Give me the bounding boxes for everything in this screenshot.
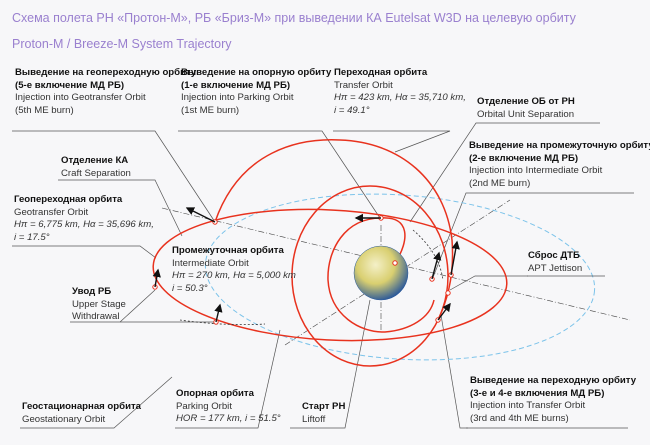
diagram-title-en: Proton-M / Breeze-M System Trajectory bbox=[12, 37, 232, 51]
label-en: Injection into Intermediate Orbit bbox=[469, 165, 603, 177]
orbit-params: Hπ = 423 km, Hα = 35,710 km, bbox=[334, 92, 466, 104]
label-en: Withdrawal bbox=[72, 311, 120, 323]
label-gto: Геопереходная орбита Geotransfer Orbit H… bbox=[14, 194, 154, 244]
label-ru: (5-е включение МД РБ) bbox=[15, 79, 125, 91]
label-ru: Выведение на опорную орбиту bbox=[181, 67, 332, 78]
label-transfer-orbit: Переходная орбита Transfer Orbit Hπ = 42… bbox=[334, 67, 466, 117]
orbit-params: Hπ = 270 km, Hα = 5,000 km bbox=[172, 270, 296, 282]
label-en: (1st ME burn) bbox=[181, 104, 240, 116]
label-apt-jettison: Сброс ДТБ APT Jettison bbox=[528, 250, 582, 275]
label-en: Injection into Transfer Orbit bbox=[470, 400, 586, 412]
label-en: Parking Orbit bbox=[176, 400, 232, 412]
label-ru: Промежуточная орбита bbox=[172, 245, 284, 256]
label-craft-separation: Отделение КА Craft Separation bbox=[61, 155, 131, 180]
label-ru: Геостационарная орбита bbox=[22, 401, 142, 412]
label-ru: Выведение на переходную орбиту bbox=[470, 375, 637, 386]
label-ru: (3-е и 4-е включения МД РБ) bbox=[470, 387, 605, 399]
label-en: APT Jettison bbox=[528, 262, 583, 274]
label-ru: Отделение ОБ от РН bbox=[477, 96, 575, 107]
label-en: Upper Stage bbox=[72, 298, 126, 310]
diagram-title-ru: Схема полета РН «Протон-М», РБ «Бриз-М» … bbox=[12, 11, 576, 25]
label-ru: Старт РН bbox=[302, 401, 346, 412]
orbit-params: Hπ = 6,775 km, Hα = 35,696 km, bbox=[14, 219, 154, 231]
velocity-arrows bbox=[152, 207, 460, 323]
label-en: Liftoff bbox=[302, 413, 326, 425]
label-ru: Отделение КА bbox=[61, 155, 129, 166]
label-en: Intermediate Orbit bbox=[172, 257, 249, 269]
label-intermediate-injection: Выведение на промежуточную орбиту (2-е в… bbox=[469, 140, 650, 190]
transfer-orbit bbox=[291, 185, 449, 367]
geostationary-orbit bbox=[204, 193, 596, 361]
label-ru: (2-е включение МД РБ) bbox=[469, 152, 579, 164]
orbit-params: HOR = 177 km, i = 51.5° bbox=[176, 413, 281, 425]
orbit-params: i = 49.1° bbox=[334, 104, 370, 116]
leader-lines bbox=[12, 122, 634, 429]
label-en: Geotransfer Orbit bbox=[14, 206, 89, 218]
label-ru: Сброс ДТБ bbox=[528, 250, 580, 261]
orbit-params: i = 17.5° bbox=[14, 231, 50, 243]
earth-globe bbox=[353, 245, 409, 301]
label-ru: Геопереходная орбита bbox=[14, 194, 123, 205]
label-transfer-injection: Выведение на переходную орбиту (3-е и 4-… bbox=[470, 375, 636, 425]
label-en: (3rd and 4th ME burns) bbox=[470, 412, 569, 424]
label-en: Craft Separation bbox=[61, 167, 131, 179]
label-ru: Выведение на промежуточную орбиту bbox=[469, 140, 650, 151]
parking-orbit bbox=[327, 217, 435, 333]
orbit-params: i = 50.3° bbox=[172, 282, 208, 294]
label-withdrawal: Увод РБ Upper Stage Withdrawal bbox=[72, 286, 126, 324]
label-intermediate-orbit: Промежуточная орбита Intermediate Orbit … bbox=[172, 245, 296, 295]
label-en: Orbital Unit Separation bbox=[477, 108, 575, 120]
label-liftoff: Старт РН Liftoff bbox=[302, 401, 345, 426]
label-ru: (1-е включение МД РБ) bbox=[181, 79, 291, 91]
label-ru: Увод РБ bbox=[72, 286, 112, 297]
geotransfer-orbit bbox=[214, 139, 454, 321]
label-en: (5th ME burn) bbox=[15, 104, 74, 116]
dotted-path bbox=[412, 229, 444, 281]
label-en: Injection into Parking Orbit bbox=[181, 92, 294, 104]
label-ru: Переходная орбита bbox=[334, 67, 428, 78]
label-geo: Геостационарная орбита Geostationary Orb… bbox=[22, 401, 141, 426]
label-en: Transfer Orbit bbox=[334, 79, 393, 91]
label-en: Injection into Geotransfer Orbit bbox=[15, 92, 146, 104]
label-parking-orbit: Опорная орбита Parking Orbit HOR = 177 k… bbox=[176, 388, 281, 426]
label-en: (2nd ME burn) bbox=[469, 177, 531, 189]
label-ou-separation: Отделение ОБ от РН Orbital Unit Separati… bbox=[477, 96, 575, 121]
intermediate-orbit bbox=[152, 208, 508, 342]
label-ru: Выведение на геопереходную орбиту bbox=[15, 67, 197, 78]
label-ru: Опорная орбита bbox=[176, 388, 254, 399]
label-gto-injection: Выведение на геопереходную орбиту (5-е в… bbox=[15, 67, 196, 117]
label-parking-injection: Выведение на опорную орбиту (1-е включен… bbox=[181, 67, 331, 117]
label-en: Geostationary Orbit bbox=[22, 413, 106, 425]
